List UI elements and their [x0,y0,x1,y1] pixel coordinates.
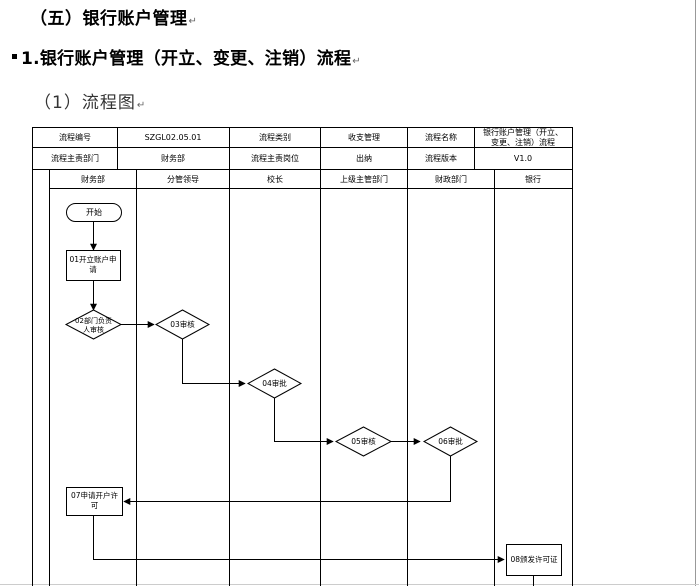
paragraph-mark: ↵ [352,56,361,67]
lane-header-leader: 分管领导 [167,174,199,184]
lane-header-superior-dept: 上级主管部门 [340,174,388,184]
page-bottom-line [0,584,699,585]
node-01-label-line1: 01开立账户申 [69,254,116,264]
lane-header-fiscal-dept: 财政部门 [435,174,467,184]
decision-diamond-03 [154,309,211,340]
bullet-icon [12,53,17,59]
node-05: 05审核 [334,426,393,457]
table-value-owner-post: 出纳 [356,153,372,163]
node-02-label-line2: 人审核 [83,325,104,334]
item-heading: （1）流程图↵ [34,93,147,113]
lane-header-principal: 校长 [267,174,283,184]
table-label-process-name: 流程名称 [425,132,457,142]
node-04: 04审批 [246,368,303,399]
arrow-03-to-04 [182,339,246,387]
table-value-process-number: SZGL02.05.01 [145,133,202,142]
decision-diamond-02 [64,309,123,340]
process-box-07 [66,487,123,516]
node-08-label: 08颁发许可证 [510,554,558,564]
node-08: 08颁发许可证 [506,544,562,576]
table-label-owner-post: 流程主责岗位 [251,153,299,163]
header-table [32,127,573,170]
paragraph-mark: ↵ [136,100,147,111]
lane-header-finance: 财务部 [81,174,105,184]
connectors [90,221,534,586]
arrow-07-to-08 [93,516,505,563]
node-04-label: 04审批 [262,378,287,388]
node-06-label: 06审批 [438,436,463,446]
table-label-owner-dept: 流程主责部门 [51,153,99,163]
node-01: 01开立账户申 请 [66,250,121,281]
paragraph-mark: ↵ [188,16,198,27]
subsection-heading: 1.银行账户管理（开立、变更、注销）流程↵ [12,44,361,69]
start-label: 开始 [86,207,102,217]
table-value-process-category: 收支管理 [348,132,380,142]
table-label-version: 流程版本 [425,153,457,163]
page-edge-line [695,0,696,586]
arrow-04-to-05 [274,398,334,445]
node-07-label-line1: 07申请开户许 [71,490,119,500]
node-05-label: 05审核 [351,436,376,446]
table-value-process-name-line2: 变更、注销）流程 [491,137,555,147]
header-table-text: 流程编号 SZGL02.05.01 流程类别 收支管理 流程名称 银行账户管理（… [51,127,563,163]
lane-header-bank: 银行 [525,174,541,184]
start-terminal-shape [66,203,122,222]
node-start: 开始 [66,203,122,222]
node-03: 03审核 [154,309,211,340]
node-02-label-line1: 02部门负责 [75,316,112,325]
decision-diamond-05 [334,426,393,457]
table-label-process-category: 流程类别 [259,132,291,142]
process-box-01 [66,250,121,281]
arrow-06-to-07 [123,456,451,505]
node-06: 06审批 [422,426,479,457]
table-value-owner-dept: 财务部 [161,153,185,163]
node-07-label-line2: 可 [91,501,99,510]
lane-headers: 财务部 分管领导 校长 上级主管部门 财政部门 银行 [81,174,541,184]
process-box-08 [506,544,562,576]
node-07: 07申请开户许 可 [66,487,123,516]
table-value-process-name-line1: 银行账户管理（开立、 [483,127,563,137]
table-label-process-number: 流程编号 [59,132,91,142]
decision-diamond-06 [422,426,479,457]
swimlanes [32,169,573,586]
node-01-label-line2: 请 [89,264,97,274]
decision-diamond-04 [246,368,303,399]
section-heading: （五）银行账户管理↵ [30,9,198,29]
node-02: 02部门负责 人审核 [64,309,123,340]
table-value-version: V1.0 [514,154,532,163]
node-03-label: 03审核 [170,319,195,329]
